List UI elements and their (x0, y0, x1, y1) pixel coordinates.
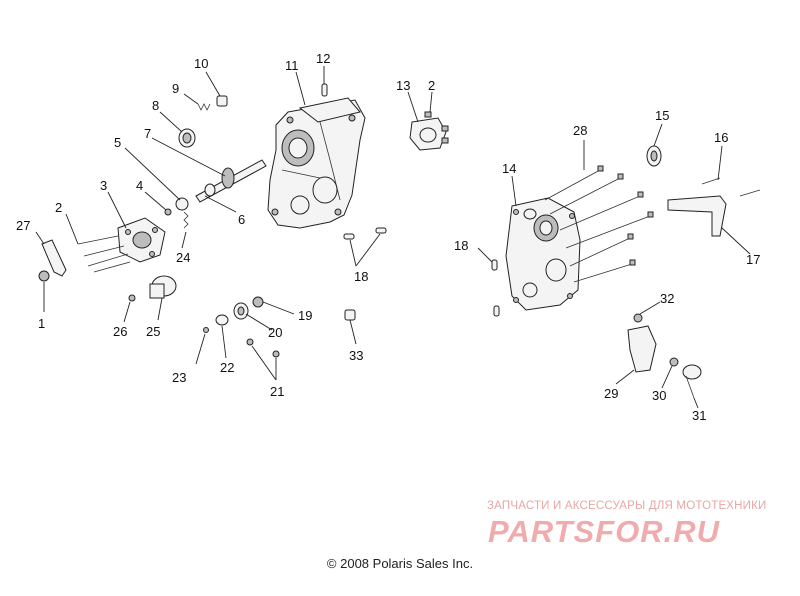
bracket-29 (627, 325, 657, 373)
ring-23 (203, 327, 209, 333)
cover-3 (117, 217, 166, 263)
callout-32: 32 (660, 291, 674, 306)
callout-23: 23 (172, 370, 186, 385)
callout-26: 26 (113, 324, 127, 339)
callout-18b: 18 (454, 238, 468, 253)
pin-12 (321, 83, 328, 97)
cap-10 (216, 95, 228, 107)
gearcase-housing-right (505, 197, 581, 311)
dowel-18b (375, 227, 387, 234)
callout-2a: 2 (55, 200, 62, 215)
sensor-25 (149, 275, 177, 299)
bolt-16a (701, 177, 721, 185)
callout-5: 5 (114, 135, 121, 150)
nut-21a (246, 338, 254, 346)
callout-13: 13 (396, 78, 410, 93)
nut-1 (38, 270, 50, 282)
callout-16: 16 (714, 130, 728, 145)
callout-21: 21 (270, 384, 284, 399)
callout-25: 25 (146, 324, 160, 339)
callout-24: 24 (176, 250, 190, 265)
callout-15: 15 (655, 108, 669, 123)
callout-6: 6 (238, 212, 245, 227)
nut-21b (272, 350, 280, 358)
callout-labels: 1 2 2 3 4 5 6 7 8 9 10 11 12 13 14 15 16… (16, 51, 760, 423)
dowel-18c (491, 259, 498, 271)
spring-24 (183, 211, 189, 229)
bolt-16b (739, 189, 761, 197)
bolts-2 (77, 235, 131, 273)
screw-26 (128, 294, 136, 302)
dowel-18d (493, 305, 500, 317)
callout-7: 7 (144, 126, 151, 141)
leader-lines (35, 66, 751, 409)
washer-22 (215, 314, 229, 326)
nut-32 (633, 313, 643, 323)
callout-3: 3 (100, 178, 107, 193)
callout-22: 22 (220, 360, 234, 375)
callout-20: 20 (268, 325, 282, 340)
callout-29: 29 (604, 386, 618, 401)
gear-19 (252, 296, 264, 308)
gearcase-housing-left (267, 97, 366, 229)
callout-10: 10 (194, 56, 208, 71)
spring-9 (197, 103, 211, 111)
nut-30 (669, 357, 679, 367)
callout-28: 28 (573, 123, 587, 138)
cover-plate-13 (409, 111, 449, 151)
callout-27: 27 (16, 218, 30, 233)
bracket-27 (41, 239, 67, 277)
callout-31: 31 (692, 408, 706, 423)
bracket-17 (667, 195, 727, 237)
bolt-31 (682, 364, 702, 399)
callout-19: 19 (298, 308, 312, 323)
callout-9: 9 (172, 81, 179, 96)
washer-4 (164, 208, 172, 216)
callout-14: 14 (502, 161, 516, 176)
dowel-18a (343, 233, 355, 240)
callout-2b: 2 (428, 78, 435, 93)
callout-4: 4 (136, 178, 143, 193)
svg-text:PARTSFOR.RU: PARTSFOR.RU (488, 514, 721, 548)
callout-30: 30 (652, 388, 666, 403)
callout-1: 1 (38, 316, 45, 331)
callout-11: 11 (285, 58, 299, 73)
callout-18a: 18 (354, 269, 368, 284)
callout-17: 17 (746, 252, 760, 267)
shaft-6 (195, 159, 267, 203)
plug-33 (344, 309, 356, 321)
bearing-5 (175, 197, 189, 211)
callout-12: 12 (316, 51, 330, 66)
bolts-28 (544, 165, 654, 283)
watermark-caption: ЗАПЧАСТИ И АКСЕССУАРЫ ДЛЯ МОТОТЕХНИКИ (487, 500, 767, 512)
callout-8: 8 (152, 98, 159, 113)
callout-33: 33 (349, 348, 363, 363)
watermark-logo: PARTSFOR.RU (488, 514, 721, 548)
copyright-notice: © 2008 Polaris Sales Inc. (326, 556, 474, 571)
